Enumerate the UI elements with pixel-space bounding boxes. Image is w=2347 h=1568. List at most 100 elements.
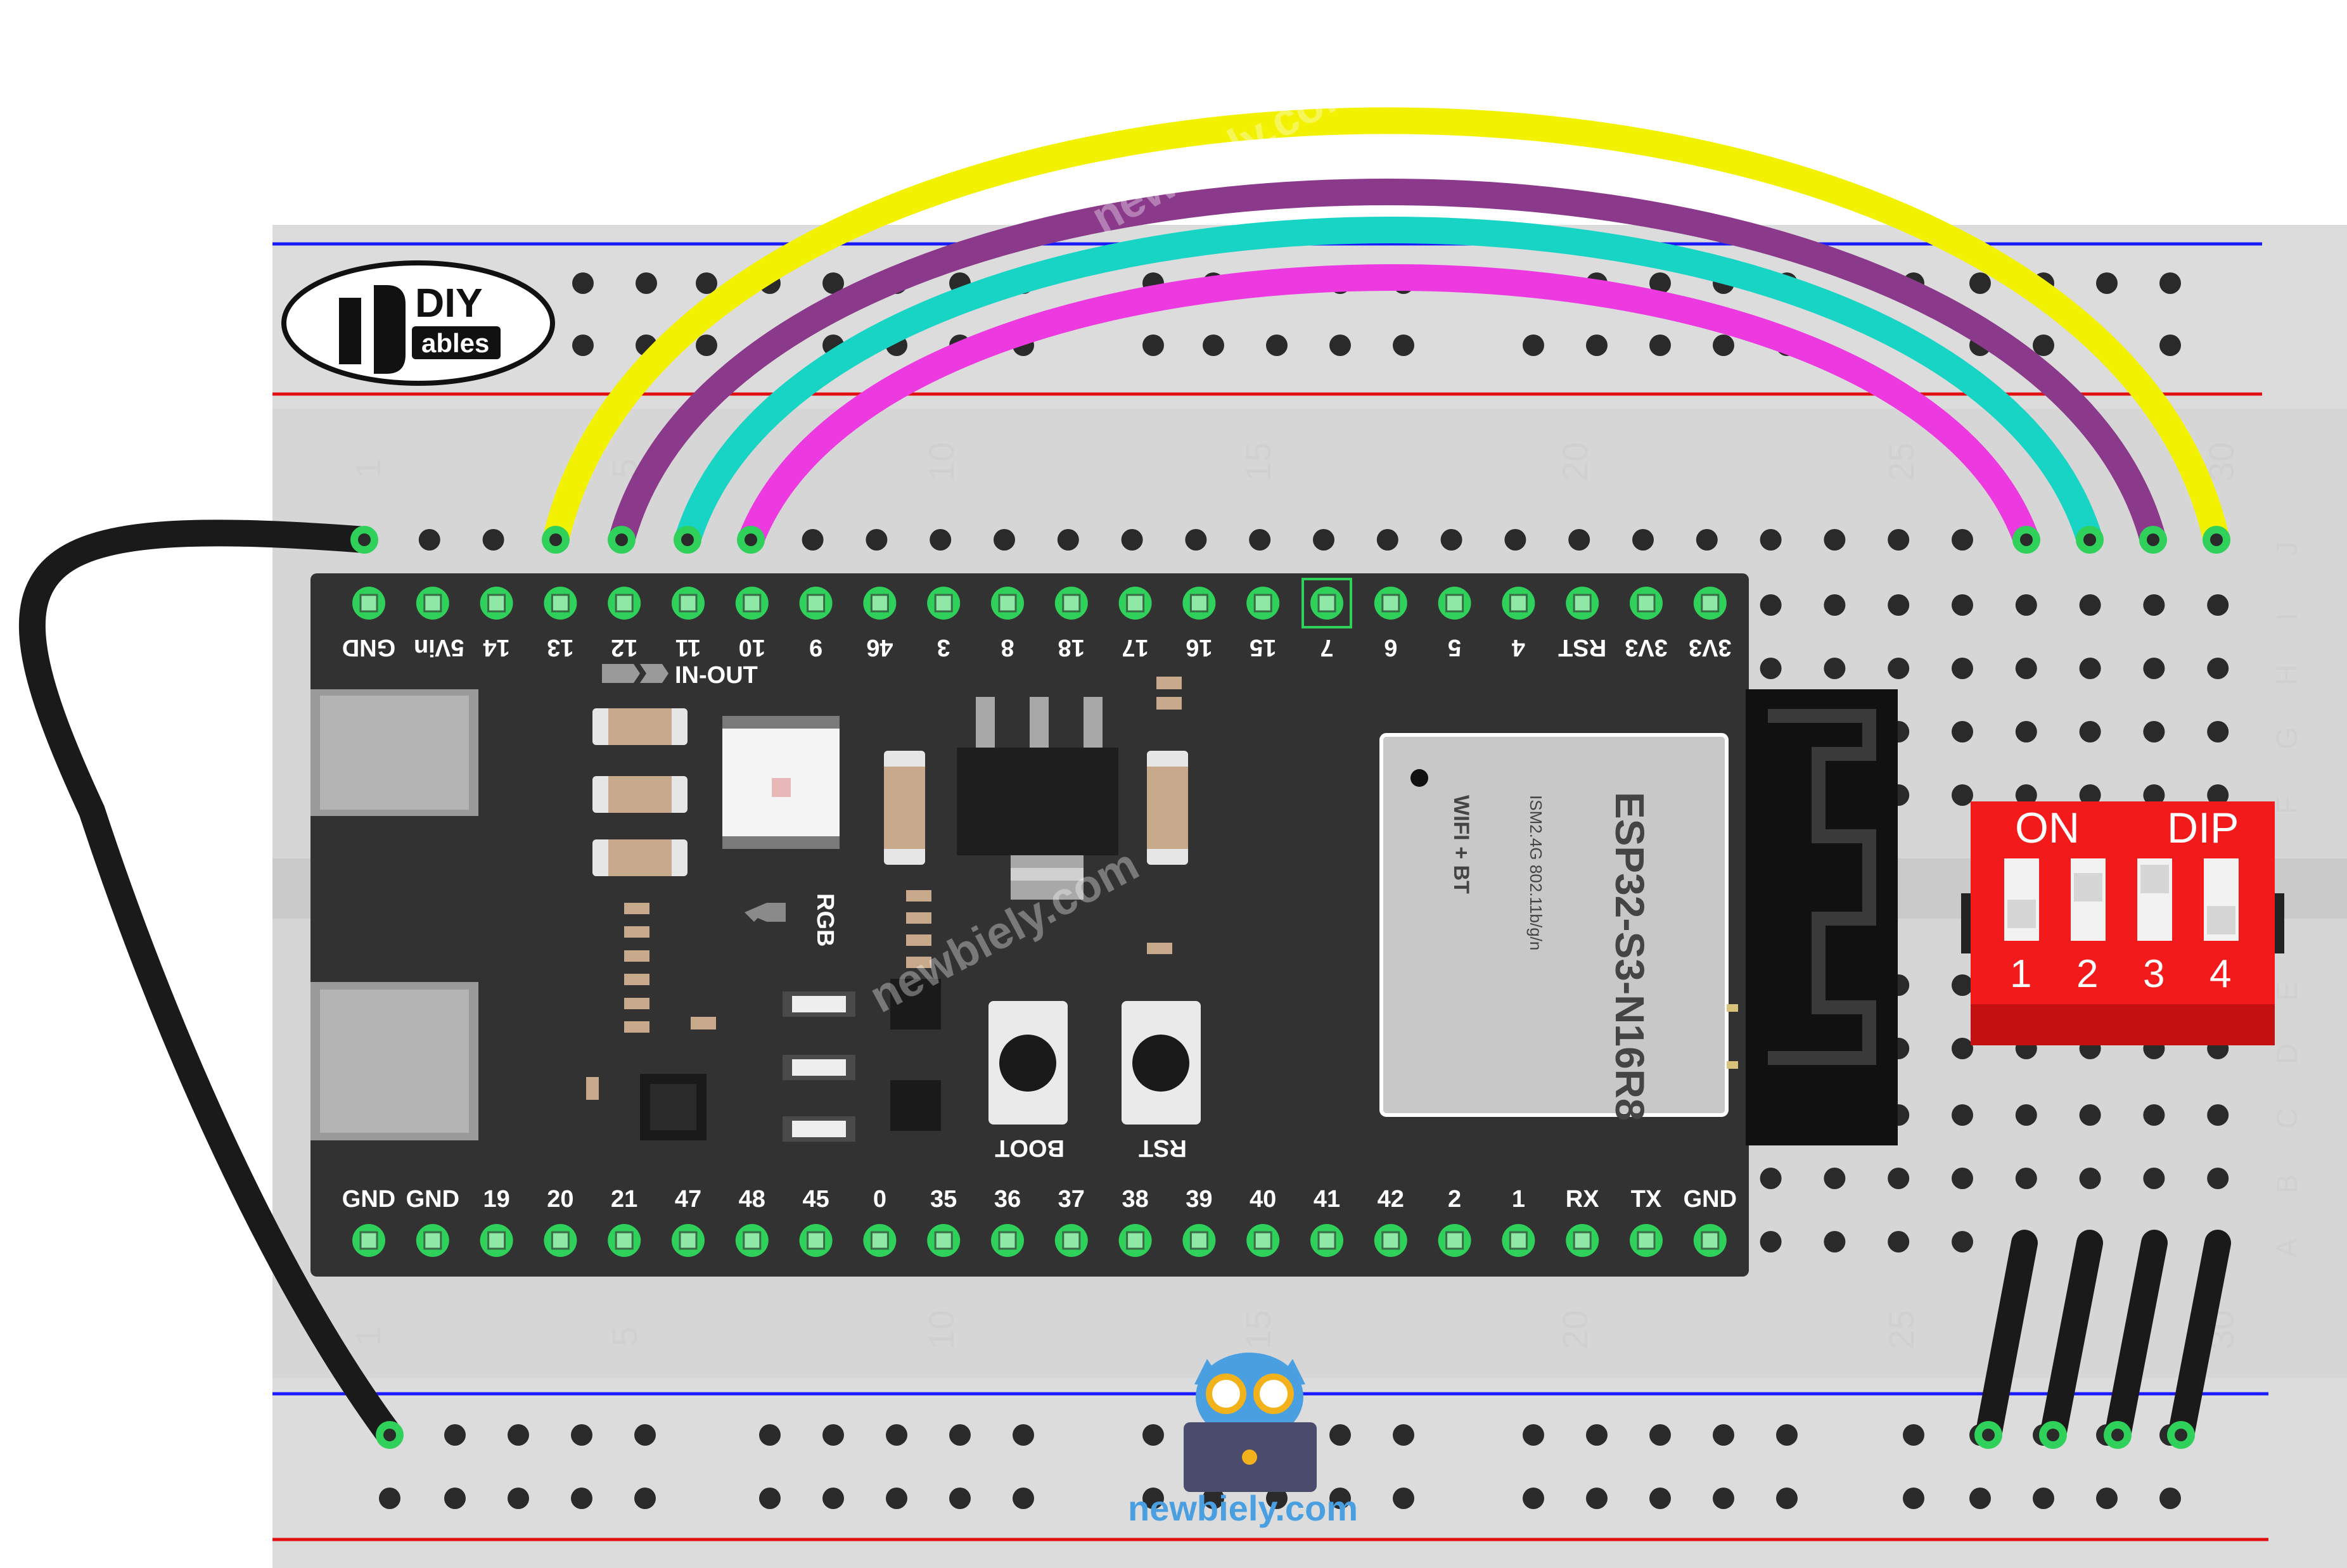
esp32-module: ESP32-S3-N16R8 ISM2.4G 802.11b/g/n WIFI … — [1379, 733, 1738, 1121]
rail-hole — [1586, 1424, 1608, 1446]
terminal-hole — [1952, 974, 1973, 996]
header-pin-top — [991, 587, 1024, 620]
logo-mark-left — [339, 298, 361, 364]
rail-hole — [1142, 1424, 1164, 1446]
wire-endpoint-hole-center — [2175, 1429, 2187, 1441]
terminal-hole — [1888, 594, 1910, 616]
row-label-g: G — [2270, 727, 2303, 749]
header-pin-top — [735, 587, 769, 620]
dip-position-1: 1 — [2010, 952, 2031, 996]
rail-hole — [572, 335, 594, 356]
terminal-hole — [802, 529, 824, 551]
terminal-hole — [1888, 658, 1910, 679]
rail-hole — [2096, 272, 2118, 294]
terminal-hole — [2015, 784, 2037, 806]
dip-toggle-2[interactable] — [2071, 858, 2106, 941]
rail-hole — [444, 1424, 466, 1446]
terminal-hole — [1760, 594, 1782, 616]
bottom-pin-label: 48 — [739, 1186, 765, 1213]
logo-text-ables: ables — [421, 328, 489, 358]
terminal-hole — [2015, 658, 2037, 679]
wire-endpoint-hole-center — [2083, 533, 2096, 546]
bottom-pin-label: GND — [342, 1186, 395, 1213]
dip-position-2: 2 — [2076, 952, 2098, 996]
bottom-pin-label: 41 — [1314, 1186, 1340, 1213]
rail-hole — [1649, 1424, 1671, 1446]
wire-endpoint-hole-center — [745, 533, 757, 546]
terminal-hole — [866, 529, 888, 551]
top-pin-label: 6 — [1384, 634, 1397, 661]
terminal-hole — [2207, 1104, 2229, 1126]
wire-purple — [608, 179, 2166, 553]
top-pin-label: 46 — [866, 634, 893, 661]
header-pin-top — [1693, 587, 1727, 620]
row-label-j: J — [2270, 542, 2303, 556]
header-pin-bottom — [1118, 1224, 1152, 1257]
rail-hole — [822, 1424, 844, 1446]
terminal-hole — [1824, 529, 1846, 551]
column-labels-bottom: 1 5 10 15 20 25 30 — [348, 1310, 2241, 1349]
wire-black-gnd — [18, 519, 403, 1448]
rail-hole — [1903, 1424, 1924, 1446]
top-pin-label: 9 — [809, 634, 822, 661]
wire-endpoint-hole-center — [358, 533, 371, 546]
rail-hole — [1329, 335, 1351, 356]
header-pin-bottom — [1502, 1224, 1535, 1257]
header-pin-top — [863, 587, 897, 620]
column-label-1: 1 — [348, 459, 388, 478]
header-pin-bottom — [544, 1224, 577, 1257]
rail-hole — [508, 1488, 529, 1509]
rail-hole — [1903, 1488, 1924, 1509]
top-pin-label: 5Vin — [414, 634, 464, 661]
top-pin-label: 7 — [1320, 634, 1333, 661]
boot-label: BOOT — [995, 1135, 1065, 1161]
dip-label: DIP — [2167, 804, 2239, 852]
header-pin-top — [1118, 587, 1152, 620]
boot-button: BOOT — [988, 1001, 1068, 1161]
rail-hole — [1713, 1488, 1734, 1509]
wire-endpoint-hole-center — [681, 533, 694, 546]
rail-hole — [759, 1424, 781, 1446]
terminal-hole — [1888, 1168, 1910, 1189]
terminal-hole — [1824, 1231, 1846, 1252]
header-pin-bottom — [1693, 1224, 1727, 1257]
module-name: ESP32-S3-N16R8 — [1607, 792, 1653, 1121]
terminal-hole — [1824, 658, 1846, 679]
dip-toggle-4[interactable] — [2204, 858, 2239, 941]
terminal-hole — [2079, 721, 2101, 743]
header-pin-bottom — [1182, 1224, 1216, 1257]
rail-hole — [1329, 1488, 1351, 1509]
rail-hole — [1586, 335, 1608, 356]
smd-resistors — [586, 677, 1182, 1100]
dip-toggle-1[interactable] — [2004, 858, 2039, 941]
rail-hole — [571, 1424, 592, 1446]
header-pin-bottom — [735, 1224, 769, 1257]
terminal-hole — [1376, 529, 1398, 551]
row-label-a: A — [2270, 1238, 2303, 1258]
row-label-h: H — [2270, 665, 2303, 685]
header-pin-bottom — [1566, 1224, 1599, 1257]
column-label-25-bottom: 25 — [1881, 1310, 1921, 1349]
terminal-hole — [1504, 529, 1526, 551]
row-labels: J I H G F E D C B A — [2270, 542, 2303, 1258]
rail-hole — [1266, 1488, 1288, 1509]
wire-endpoint-hole-center — [2020, 533, 2033, 546]
rail-hole — [1713, 1424, 1734, 1446]
column-label-25: 25 — [1881, 442, 1921, 481]
dip-toggle-3[interactable] — [2137, 858, 2172, 941]
terminal-hole — [2207, 658, 2229, 679]
terminal-hole — [2015, 721, 2037, 743]
top-pin-label: 5 — [1448, 634, 1461, 661]
terminal-hole — [2079, 784, 2101, 806]
rail-hole — [1393, 1424, 1414, 1446]
wire-black-dip-4 — [2168, 1230, 2231, 1448]
terminal-hole — [1952, 1168, 1973, 1189]
smd-diodes — [783, 991, 855, 1142]
rail-hole — [1649, 1488, 1671, 1509]
top-pin-label: 3V3 — [1689, 634, 1732, 661]
rail-hole — [636, 272, 657, 294]
terminal-hole — [1952, 784, 1973, 806]
header-pin-bottom — [352, 1224, 385, 1257]
terminal-hole — [2143, 1168, 2165, 1189]
